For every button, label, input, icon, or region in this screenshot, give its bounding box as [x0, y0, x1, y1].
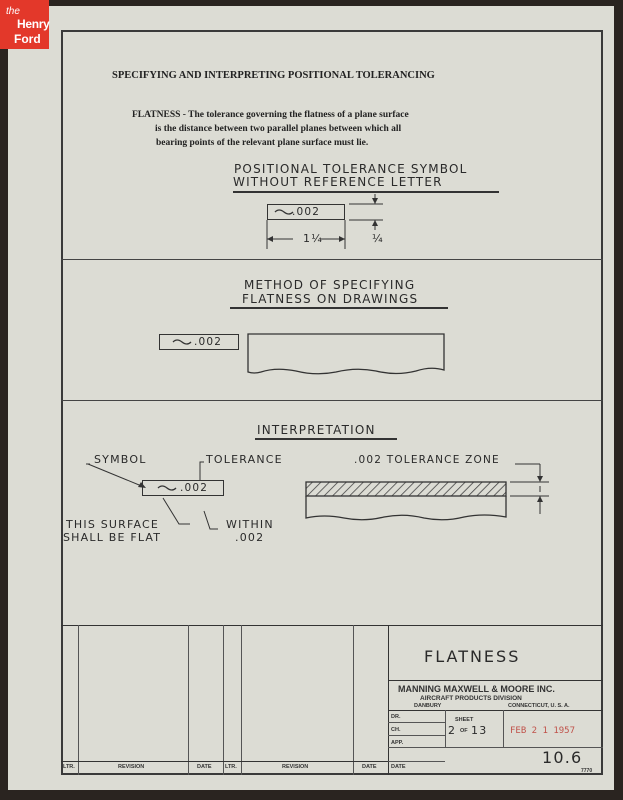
definition-line-3: bearing points of the relevant plane sur… — [156, 138, 369, 148]
ch-line — [388, 735, 445, 736]
rev-header-ltr: LTR. — [63, 764, 75, 770]
within-value: .002 — [235, 531, 265, 544]
stamp-col-line — [503, 710, 504, 747]
sheet-number: 2 — [448, 724, 457, 737]
app-line — [388, 747, 603, 748]
sheet-col-line — [445, 710, 446, 747]
rev-col-line-5 — [353, 625, 354, 775]
section1-dimension-lines — [266, 194, 383, 249]
henry-ford-logo[interactable]: the Henry Ford — [0, 0, 50, 49]
section2-frame-value: .002 — [194, 336, 223, 348]
section1-frame-value: .002 — [292, 206, 321, 218]
flatness-symbol-icon — [157, 485, 177, 491]
shall-be-flat-label: SHALL BE FLAT — [63, 531, 162, 544]
rev-col-line-3 — [223, 625, 224, 775]
section1-dim-width: 1¼ — [303, 232, 324, 245]
app-label: APP. — [391, 740, 404, 746]
symbol-label: SYMBOL — [94, 453, 147, 466]
section3-frame-value: .002 — [180, 482, 209, 494]
rev-col-line-2 — [188, 625, 189, 775]
company-name: MANNING MAXWELL & MOORE INC. — [398, 684, 555, 694]
this-surface-label: THIS SURFACE — [66, 518, 160, 531]
division-name: AIRCRAFT PRODUCTS DIVISION — [420, 695, 522, 702]
rev-header-revision: REVISION — [118, 764, 145, 770]
company-divider — [388, 710, 603, 711]
dr-label: DR. — [391, 714, 401, 720]
definition-term: FLATNESS — [132, 110, 181, 120]
section2-part-outline — [247, 333, 445, 375]
logo-henry: Henry — [17, 17, 50, 31]
section2-heading-2: FLATNESS ON DRAWINGS — [242, 292, 419, 306]
section3-heading-underline — [255, 438, 397, 440]
section2-heading-underline — [230, 307, 448, 309]
tolerance-zone-drawing — [305, 463, 549, 521]
section3-feature-control-frame: .002 — [142, 480, 224, 496]
date-line — [388, 761, 445, 762]
section3-heading: INTERPRETATION — [257, 423, 376, 437]
date-stamp: FEB 2 1 1957 — [510, 726, 576, 736]
flatness-symbol-icon — [274, 209, 294, 215]
section1-heading-1: POSITIONAL TOLERANCE SYMBOL — [234, 162, 468, 176]
ch-label: CH. — [391, 727, 401, 733]
drawing-title: FLATNESS — [424, 647, 521, 666]
interpretation-leaders — [86, 461, 218, 530]
city-name: DANBURY — [414, 703, 442, 709]
section1-dim-height: ¼ — [372, 232, 384, 245]
drawing-border — [61, 30, 603, 775]
section1-feature-control-frame: .002 — [267, 204, 345, 220]
rev-col-line-1 — [78, 625, 79, 775]
section-divider-1 — [61, 259, 603, 260]
section-divider-2 — [61, 400, 603, 401]
title-divider — [388, 680, 603, 681]
date-label: DATE — [391, 764, 406, 770]
rev-header-date-2: DATE — [362, 764, 377, 770]
rev-col-line-4 — [241, 625, 242, 775]
rev-header-date: DATE — [197, 764, 212, 770]
section1-heading-underline — [233, 191, 499, 193]
logo-ford: Ford — [14, 32, 41, 46]
sheet-label: SHEET — [455, 717, 474, 723]
flatness-symbol-icon — [172, 339, 192, 345]
definition-line-2: is the distance between two parallel pla… — [155, 124, 402, 134]
rev-header-ltr-2: LTR. — [225, 764, 237, 770]
drawing-number: 10.6 — [542, 748, 583, 767]
title-block-top-border — [61, 625, 603, 626]
sheet-of: OF — [460, 728, 468, 734]
definition-line-1: FLATNESS - The tolerance governing the f… — [132, 110, 409, 120]
tolerance-zone-label: .002 TOLERANCE ZONE — [354, 454, 500, 466]
logo-the: the — [6, 6, 20, 17]
page-title: SPECIFYING AND INTERPRETING POSITIONAL T… — [112, 70, 435, 81]
rev-header-line — [61, 761, 388, 762]
within-label: WITHIN — [226, 518, 274, 531]
section1-heading-2: WITHOUT REFERENCE LETTER — [233, 175, 443, 189]
rev-header-revision-2: REVISION — [282, 764, 309, 770]
definition-text-1: - The tolerance governing the flatness o… — [180, 110, 409, 120]
section2-heading-1: METHOD OF SPECIFYING — [244, 278, 416, 292]
drawing-sheet: SPECIFYING AND INTERPRETING POSITIONAL T… — [8, 6, 614, 790]
tolerance-label: TOLERANCE — [206, 453, 283, 466]
form-number: 7770 — [581, 768, 593, 774]
state-name: CONNECTICUT, U. S. A. — [508, 703, 570, 709]
dr-line — [388, 722, 445, 723]
sheet-total: 13 — [471, 724, 488, 737]
section2-feature-control-frame: .002 — [159, 334, 239, 350]
rev-col-line-6 — [388, 625, 389, 775]
